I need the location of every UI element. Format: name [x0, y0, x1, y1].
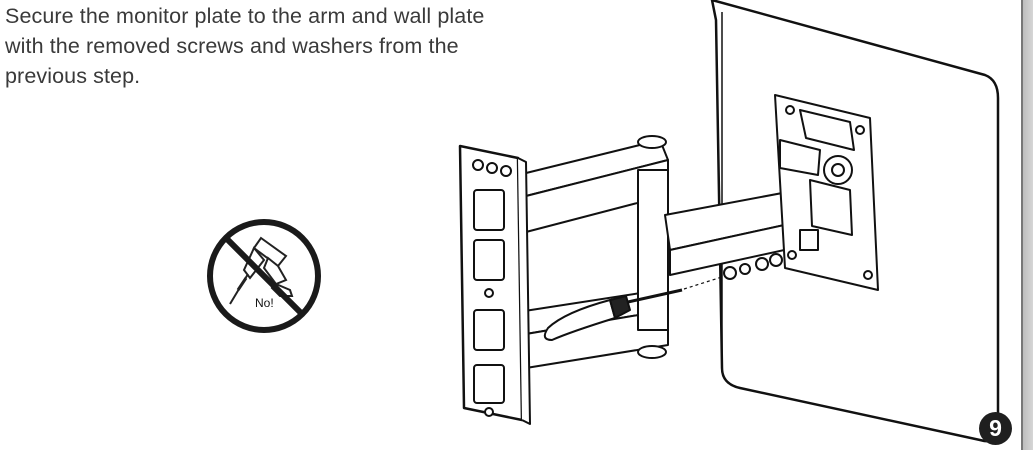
page-edge-bar	[1021, 0, 1033, 450]
no-power-drill-icon	[207, 219, 321, 333]
instruction-text: Secure the monitor plate to the arm and …	[5, 4, 485, 88]
no-drill-label: No!	[255, 296, 274, 310]
tv-wall-mount-illustration	[458, 0, 1000, 443]
step-number-badge: 9	[979, 412, 1012, 445]
